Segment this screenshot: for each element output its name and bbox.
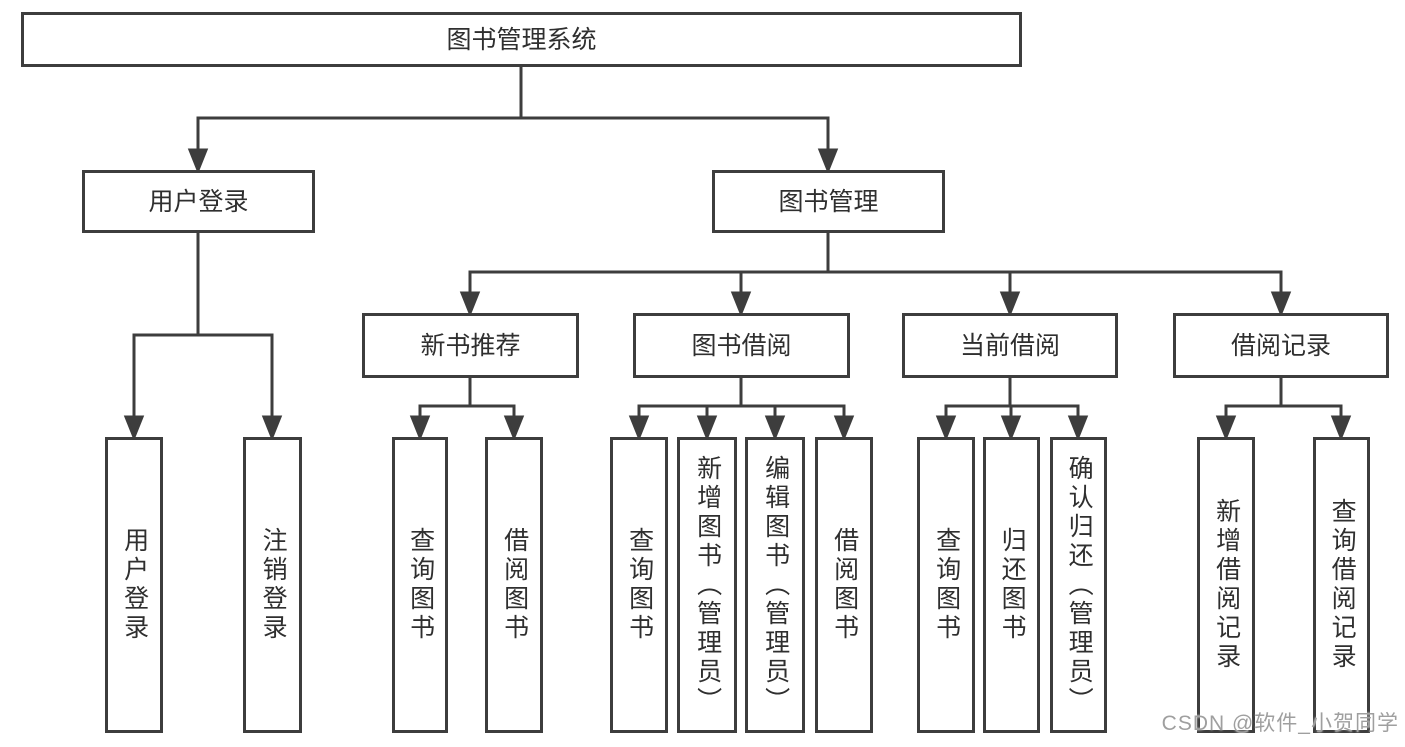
node-book-borrowing: 图书借阅 — [633, 313, 850, 378]
node-label: 借阅图书 — [830, 527, 859, 643]
connector-new-book-recommendation-to-leaves — [409, 378, 525, 442]
node-label: 图书管理系统 — [446, 25, 597, 54]
node-leaf-borrow-books-recommend: 借阅图书 — [485, 437, 543, 733]
node-label: 归还图书 — [998, 527, 1027, 643]
arrow-head — [1067, 415, 1089, 442]
arrow-head — [696, 415, 718, 442]
node-leaf-logout: 注销登录 — [243, 437, 302, 733]
node-label: 新书推荐 — [420, 331, 521, 360]
node-leaf-query-books-current: 查询图书 — [917, 437, 975, 733]
arrow-head — [999, 291, 1021, 318]
arrow-head — [409, 415, 431, 442]
node-label: 新增借阅记录 — [1212, 498, 1241, 672]
arrow-head — [1215, 415, 1237, 442]
connector-root-to-level2 — [187, 67, 839, 175]
node-book-management: 图书管理 — [712, 170, 945, 233]
node-leaf-add-borrow-record: 新增借阅记录 — [1197, 437, 1255, 733]
arrow-head — [730, 291, 752, 318]
node-label: 查询借阅记录 — [1328, 498, 1357, 672]
arrow-head — [1330, 415, 1352, 442]
node-leaf-add-book-admin: 新增图书（管理员） — [677, 437, 737, 733]
arrow-head — [459, 291, 481, 318]
node-leaf-query-books-recommend: 查询图书 — [392, 437, 448, 733]
arrow-head — [503, 415, 525, 442]
arrow-head — [1000, 415, 1022, 442]
node-label: 图书管理 — [778, 187, 879, 216]
node-label: 编辑图书（管理员） — [761, 454, 790, 716]
arrow-head — [833, 415, 855, 442]
connector-current-borrowing-to-leaves — [935, 378, 1089, 442]
node-leaf-query-books-borrow: 查询图书 — [610, 437, 668, 733]
node-label: 当前借阅 — [959, 331, 1060, 360]
node-library-management-system: 图书管理系统 — [21, 12, 1022, 67]
node-label: 图书借阅 — [691, 331, 792, 360]
node-label: 借阅图书 — [500, 527, 529, 643]
node-label: 用户登录 — [120, 527, 149, 643]
node-new-book-recommendation: 新书推荐 — [362, 313, 579, 378]
watermark: CSDN @软件_小贺同学 — [1161, 712, 1399, 735]
node-label: 注销登录 — [259, 527, 288, 643]
node-leaf-edit-book-admin: 编辑图书（管理员） — [745, 437, 805, 733]
node-borrowing-records: 借阅记录 — [1173, 313, 1389, 378]
arrow-head — [817, 148, 839, 175]
node-label: 用户登录 — [148, 187, 249, 216]
arrow-head — [1270, 291, 1292, 318]
node-label: 查询图书 — [406, 527, 435, 643]
connector-borrowing-records-to-leaves — [1215, 378, 1352, 442]
node-leaf-query-borrow-record: 查询借阅记录 — [1313, 437, 1370, 733]
connector-user-login-to-leaves — [123, 233, 283, 442]
node-label: 确认归还（管理员） — [1065, 454, 1094, 716]
arrow-head — [187, 148, 209, 175]
arrow-head — [628, 415, 650, 442]
arrow-head — [123, 415, 145, 442]
node-current-borrowing: 当前借阅 — [902, 313, 1118, 378]
connector-book-management-to-level3 — [459, 233, 1292, 318]
node-label: 查询图书 — [932, 527, 961, 643]
node-leaf-confirm-return-admin: 确认归还（管理员） — [1050, 437, 1107, 733]
arrow-head — [261, 415, 283, 442]
arrow-head — [764, 415, 786, 442]
node-leaf-user-login: 用户登录 — [105, 437, 163, 733]
node-label: 借阅记录 — [1230, 331, 1331, 360]
node-leaf-borrow-books: 借阅图书 — [815, 437, 873, 733]
node-label: 查询图书 — [625, 527, 654, 643]
connector-book-borrowing-to-leaves — [628, 378, 855, 442]
node-leaf-return-book: 归还图书 — [983, 437, 1040, 733]
arrow-head — [935, 415, 957, 442]
node-label: 新增图书（管理员） — [693, 454, 722, 716]
node-user-login: 用户登录 — [82, 170, 315, 233]
